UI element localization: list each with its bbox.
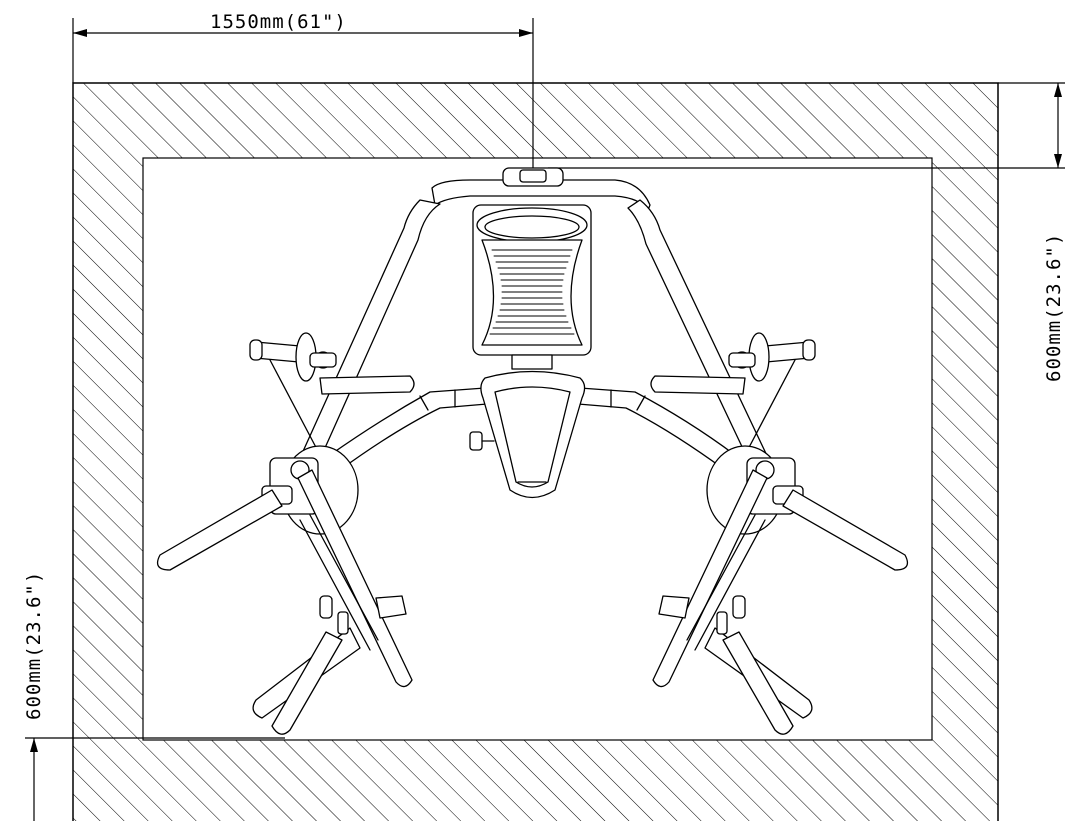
right-pivot-assembly <box>652 445 909 735</box>
width-dimension: 1550mm(61") <box>72 11 534 175</box>
left-pivot-assembly <box>156 445 413 735</box>
equipment-drawing <box>156 167 909 735</box>
backrest <box>472 204 592 370</box>
bottom-clearance-label: 600mm(23.6") <box>23 571 45 720</box>
seat-adjust-knob <box>469 431 483 451</box>
seat <box>469 370 586 499</box>
width-label: 1550mm(61") <box>210 11 347 33</box>
upper-left-handle <box>249 332 415 456</box>
bottom-clearance-dimension: 600mm(23.6") <box>23 571 285 821</box>
upper-right-handle <box>650 332 816 456</box>
top-clearance-label: 600mm(23.6") <box>1043 233 1065 382</box>
top-clearance-dimension: 600mm(23.6") <box>548 82 1065 382</box>
